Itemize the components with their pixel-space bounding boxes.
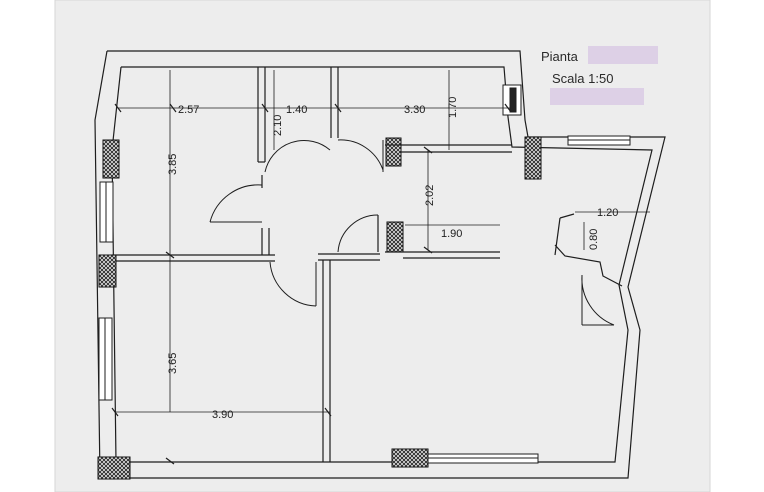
door-hall-arc: [209, 184, 263, 223]
redacted-plan-name: [588, 46, 658, 64]
plan-label: Pianta: [541, 49, 579, 64]
windows: [98, 84, 631, 464]
dim-140: 1.40: [286, 104, 307, 116]
column-south: [391, 448, 429, 468]
column-center-top: [385, 137, 402, 167]
dim-390: 3.90: [212, 409, 233, 421]
column-east: [524, 136, 542, 180]
column-southwest: [97, 456, 131, 480]
interior-walls: [112, 67, 561, 462]
dim-190: 1.90: [441, 228, 462, 240]
structural-columns: [97, 136, 542, 480]
paper-sheet: [55, 0, 710, 492]
dim-385: 3.85: [167, 154, 179, 175]
door-kitchen-arc: [337, 139, 384, 171]
dim-257: 2.57: [178, 104, 199, 116]
dimension-lines: [111, 70, 650, 465]
plan-header: Pianta Scala 1:50: [541, 46, 658, 105]
scale-label: Scala 1:50: [552, 71, 613, 86]
dim-120: 1.20: [597, 207, 618, 219]
dim-365: 3.65: [167, 353, 179, 374]
dim-202: 2.02: [424, 185, 436, 206]
dim-170: 1.70: [447, 97, 459, 118]
dim-080: 0.80: [588, 229, 600, 250]
doors: [209, 139, 615, 326]
column-center-mid: [386, 221, 404, 253]
dim-210: 2.10: [272, 115, 284, 136]
redacted-address: [550, 88, 644, 105]
dim-330: 3.30: [404, 104, 425, 116]
dimension-labels: 2.57 1.40 3.30 2.10 1.70 3.85 2.02 1.90 …: [167, 97, 618, 421]
door-living-arc: [337, 214, 379, 253]
door-room-arc: [269, 261, 317, 307]
column-west-mid: [98, 254, 117, 288]
column-west-top: [102, 139, 120, 179]
door-bath-arc: [264, 140, 331, 173]
